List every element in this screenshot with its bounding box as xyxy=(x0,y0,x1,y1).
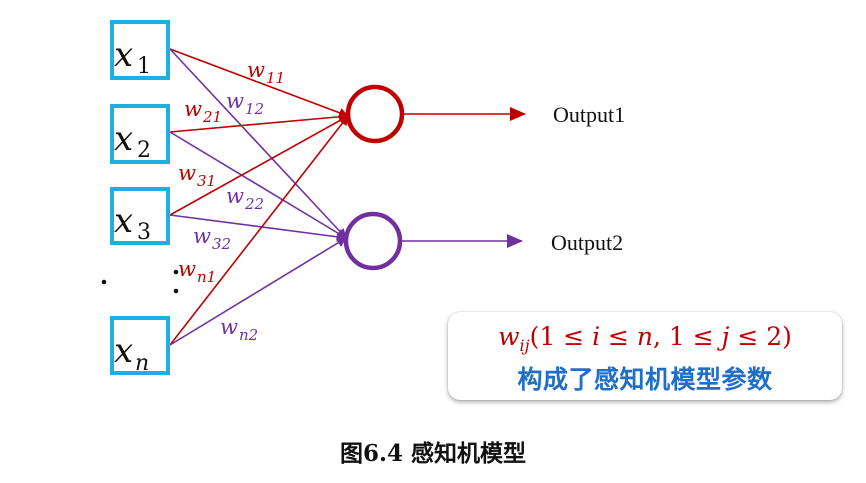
callout-formula: wij(1 ≤ i ≤ n, 1 ≤ j ≤ 2) xyxy=(448,320,842,363)
ellipsis-dots xyxy=(101,269,179,294)
formula-w: w xyxy=(498,322,520,351)
formula-part: ≤ xyxy=(600,322,637,351)
weight-connections xyxy=(169,48,349,346)
output-neuron-2 xyxy=(343,211,403,271)
input-node-x3: x 3 xyxy=(110,187,170,245)
formula-n: n xyxy=(636,322,654,351)
callout-text: 构成了感知机模型参数 xyxy=(517,365,773,394)
ellipsis-dot xyxy=(173,288,179,294)
weight-line-w32 xyxy=(169,214,347,242)
formula-part: ≤ 2) xyxy=(729,322,792,351)
parameter-callout: wij(1 ≤ i ≤ n, 1 ≤ j ≤ 2) 构成了感知机模型参数 xyxy=(448,312,842,400)
weight-labels: w11 w12 w21 w22 w31 w32 wn1 wn2 xyxy=(178,58,285,344)
ellipsis-dot xyxy=(101,279,107,285)
figure-caption: 图6.4 感知机模型 xyxy=(339,440,527,467)
input-subscript: n xyxy=(135,351,149,376)
ellipsis-dot xyxy=(173,269,179,275)
input-node-x1: x 1 xyxy=(110,20,170,80)
input-subscript: 1 xyxy=(137,54,151,79)
output-label-1: Output1 xyxy=(553,102,625,127)
formula-subscript: ij xyxy=(519,336,530,355)
input-symbol: x xyxy=(114,331,133,371)
output-label-2: Output2 xyxy=(551,230,623,255)
input-subscript: 2 xyxy=(137,138,151,163)
weight-label-w11: w11 xyxy=(247,58,285,87)
weight-line-w21 xyxy=(169,111,349,133)
weight-label-wn2: wn2 xyxy=(220,315,258,344)
weight-label-w12: w12 xyxy=(226,89,264,118)
formula-i: i xyxy=(592,322,601,351)
formula-part: , 1 ≤ xyxy=(653,322,722,351)
input-symbol: x xyxy=(114,35,133,75)
weight-line-w12 xyxy=(169,48,347,239)
weight-label-w22: w22 xyxy=(226,184,264,213)
weight-line-w31 xyxy=(169,115,349,216)
weight-line-w11 xyxy=(169,48,349,118)
input-node-xn: x n xyxy=(110,316,170,376)
input-symbol: x xyxy=(114,119,133,159)
output-neuron-1 xyxy=(345,84,405,144)
weight-line-w22 xyxy=(169,131,347,239)
weight-line-wn1 xyxy=(169,115,349,346)
input-subscript: 3 xyxy=(137,220,151,245)
formula-j: j xyxy=(721,322,730,351)
weight-label-w31: w31 xyxy=(178,161,216,190)
weight-label-wn1: wn1 xyxy=(178,257,216,286)
weight-line-wn2 xyxy=(169,237,347,346)
weight-label-w21: w21 xyxy=(184,97,222,126)
weight-label-w32: w32 xyxy=(193,224,231,253)
input-symbol: x xyxy=(114,201,133,241)
formula-part: (1 ≤ xyxy=(529,322,593,351)
input-node-x2: x 2 xyxy=(110,104,170,164)
